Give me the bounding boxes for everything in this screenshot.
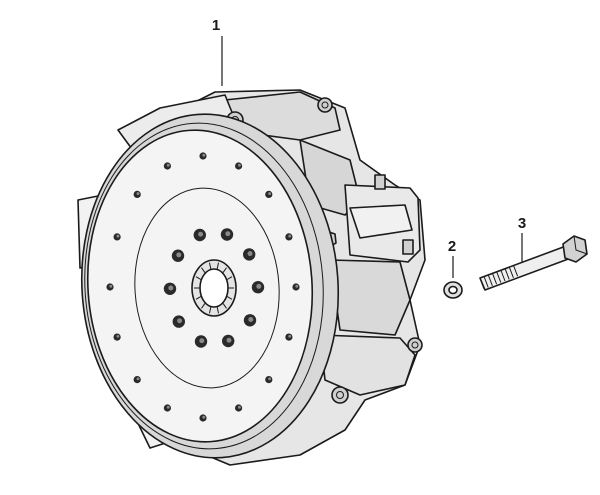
bolt-hole-highlight xyxy=(109,284,113,288)
bolt-hole-highlight xyxy=(176,252,182,258)
bolt-hole-highlight xyxy=(168,285,174,291)
flywheel-hub-bolt-holes xyxy=(163,228,265,348)
spline-tooth xyxy=(201,302,206,309)
splined-hub xyxy=(191,259,237,317)
housing-bolt-top-right xyxy=(317,97,333,113)
callout-2-label: 2 xyxy=(448,238,456,255)
bolt-hole-highlight xyxy=(288,334,292,338)
bolt-hole-highlight xyxy=(198,231,204,237)
bolt-hole-highlight xyxy=(225,231,231,237)
flywheel-inner-ring xyxy=(134,187,280,389)
callout-2: 2 xyxy=(448,238,456,278)
callout-3-label: 3 xyxy=(518,215,526,232)
housing-stud-right xyxy=(374,174,414,255)
bolt-threads xyxy=(479,265,519,290)
bolt-hole-highlight xyxy=(166,405,170,409)
bolt-shank xyxy=(479,245,572,291)
thread-line xyxy=(492,273,498,285)
bolt-hole-highlight xyxy=(248,317,254,322)
bolt-hole-highlight xyxy=(256,283,262,289)
spring-pack-lower xyxy=(329,259,411,336)
spline-tooth xyxy=(201,267,206,274)
spline-tooth xyxy=(209,262,212,270)
bolt-hole-highlight xyxy=(116,234,120,238)
thread-line xyxy=(483,276,489,288)
bolt-hole-highlight xyxy=(136,192,140,196)
callout-1: 1 xyxy=(212,17,223,86)
thread-line xyxy=(508,267,514,278)
bolt-hole-highlight xyxy=(166,163,170,167)
bolt-hole-highlight xyxy=(199,338,205,344)
bolt-hole-highlight xyxy=(288,234,292,238)
spring-pack-arm xyxy=(349,204,413,239)
hex-bolt xyxy=(479,235,588,291)
bolt-hole-highlight xyxy=(202,415,206,419)
hub-splines xyxy=(194,262,234,314)
thread-line xyxy=(496,271,502,283)
bolt-hole-highlight xyxy=(226,337,232,343)
bolt-hole-highlight xyxy=(268,377,272,381)
housing-bolt-bottom-right xyxy=(407,337,423,353)
thread-line xyxy=(513,265,519,277)
thread-line xyxy=(479,278,485,290)
spline-tooth xyxy=(222,267,227,274)
bolt-hole-highlight xyxy=(295,284,299,288)
callout-3: 3 xyxy=(518,215,526,262)
bolt-hole-highlight xyxy=(247,251,253,257)
thread-line xyxy=(504,268,510,280)
bolt-hole-highlight xyxy=(268,192,272,196)
thread-line xyxy=(500,270,506,282)
spline-tooth xyxy=(209,306,212,314)
spline-tooth xyxy=(195,295,202,300)
washer xyxy=(443,281,463,299)
bolt-hole-highlight xyxy=(237,163,241,167)
bolt-hole-highlight xyxy=(177,318,183,324)
flywheel-rim-band xyxy=(84,122,324,450)
bolt-hole-highlight xyxy=(237,405,241,409)
spline-tooth xyxy=(216,262,219,270)
clutch-assembly xyxy=(77,89,426,466)
spline-tooth xyxy=(226,276,233,281)
spline-tooth xyxy=(195,276,202,281)
bolt-hole-highlight xyxy=(136,377,140,381)
spline-tooth xyxy=(216,306,219,314)
bolt-hole-highlight xyxy=(202,153,206,157)
spline-tooth xyxy=(222,302,227,309)
housing-lower-block xyxy=(319,334,416,396)
housing-bolt-bottom xyxy=(331,386,349,404)
thread-line xyxy=(487,275,493,286)
bolt-hole-highlight xyxy=(116,334,120,338)
flywheel-outer-bolt-holes xyxy=(106,152,300,422)
callout-1-label: 1 xyxy=(212,17,220,34)
spline-tooth xyxy=(226,295,233,300)
